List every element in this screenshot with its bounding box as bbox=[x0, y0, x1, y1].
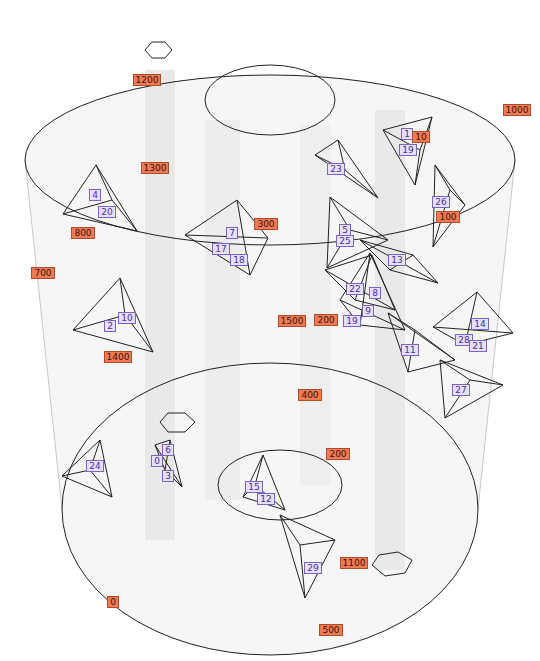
element-number: 20 bbox=[98, 206, 115, 218]
element-number: 27 bbox=[452, 384, 469, 396]
tetra-edge bbox=[370, 253, 405, 330]
tetra-edge bbox=[388, 313, 408, 372]
tetra-edge bbox=[388, 313, 415, 330]
element-number: 4 bbox=[89, 189, 101, 201]
tetra-edge bbox=[325, 255, 372, 270]
element-number: 9 bbox=[362, 305, 374, 317]
element-number: 0 bbox=[151, 455, 163, 467]
region-number: 200 bbox=[326, 448, 349, 460]
region-number: 1500 bbox=[278, 315, 307, 327]
tetra-edge bbox=[440, 360, 503, 385]
tetra-edge bbox=[340, 253, 370, 300]
tetra-edge bbox=[388, 313, 455, 360]
region-number: 1100 bbox=[340, 557, 369, 569]
element-number: 17 bbox=[212, 243, 229, 255]
region-number: 800 bbox=[71, 227, 94, 239]
tetra-edge bbox=[62, 476, 112, 497]
tetra-edge bbox=[390, 270, 438, 283]
tetra-edge bbox=[73, 330, 153, 352]
tetra-edge bbox=[360, 325, 405, 330]
element-number: 26 bbox=[432, 196, 449, 208]
element-number: 11 bbox=[401, 344, 418, 356]
tetra-edge bbox=[96, 165, 137, 231]
tetra-edge bbox=[315, 140, 338, 155]
element-number: 14 bbox=[471, 318, 488, 330]
region-number: 300 bbox=[254, 218, 277, 230]
tetra-edge bbox=[470, 380, 503, 385]
region-number: 1300 bbox=[141, 162, 170, 174]
region-number: 400 bbox=[298, 389, 321, 401]
tetra-edge bbox=[435, 165, 450, 190]
tetra-edge bbox=[280, 515, 305, 598]
element-number: 24 bbox=[86, 460, 103, 472]
tetra-edge bbox=[413, 255, 438, 283]
tetra-edge bbox=[440, 360, 445, 418]
tetra-edge bbox=[360, 240, 438, 283]
region-number: 500 bbox=[319, 624, 342, 636]
element-number: 29 bbox=[304, 562, 321, 574]
tetra-edge bbox=[327, 197, 330, 268]
region-number: 0 bbox=[107, 596, 119, 608]
tetra-edge bbox=[112, 200, 137, 231]
tetra-edge bbox=[90, 470, 112, 497]
tetra-edge bbox=[330, 197, 388, 240]
region-number: 200 bbox=[314, 314, 337, 326]
tetra-edge bbox=[408, 360, 455, 372]
tetra-edge bbox=[345, 170, 378, 198]
tetra-edge bbox=[440, 360, 470, 380]
element-number: 6 bbox=[162, 444, 174, 456]
element-number: 13 bbox=[388, 254, 405, 266]
tetra-edge bbox=[280, 515, 300, 545]
element-number: 12 bbox=[257, 493, 274, 505]
tetra-edge bbox=[73, 315, 125, 330]
tetra-edge bbox=[350, 230, 388, 240]
element-number: 18 bbox=[230, 254, 247, 266]
tetra-edge bbox=[243, 455, 263, 497]
element-number: 3 bbox=[162, 470, 174, 482]
tetra-edge bbox=[305, 540, 335, 598]
element-number: 10 bbox=[118, 312, 135, 324]
tetra-edge bbox=[433, 205, 465, 247]
element-number: 7 bbox=[226, 227, 238, 239]
tetra-edge bbox=[355, 300, 395, 310]
region-number: 1200 bbox=[133, 74, 162, 86]
region-number: 10 bbox=[412, 131, 429, 143]
tetra-edge bbox=[450, 190, 465, 205]
tetra-edge bbox=[445, 380, 470, 418]
element-number: 19 bbox=[399, 144, 416, 156]
element-number: 2 bbox=[104, 320, 116, 332]
tetra-edge bbox=[415, 117, 432, 185]
tetra-edge bbox=[360, 240, 390, 270]
element-number: 8 bbox=[369, 287, 381, 299]
element-number: 23 bbox=[327, 163, 344, 175]
tetra-edge bbox=[120, 278, 125, 315]
tetra-edge bbox=[315, 155, 378, 198]
element-number: 1 bbox=[401, 128, 413, 140]
tetra-edge bbox=[415, 330, 455, 360]
tetra-edge bbox=[250, 238, 268, 275]
region-number: 700 bbox=[31, 267, 54, 279]
tetra-edge bbox=[445, 385, 503, 418]
element-number: 19 bbox=[343, 315, 360, 327]
element-number: 25 bbox=[336, 235, 353, 247]
tetra-edge bbox=[340, 300, 405, 330]
element-number: 15 bbox=[245, 481, 262, 493]
element-number: 22 bbox=[346, 283, 363, 295]
region-number: 100 bbox=[436, 211, 459, 223]
tetra-edge bbox=[185, 235, 250, 275]
region-number: 1000 bbox=[503, 104, 532, 116]
region-number: 1400 bbox=[104, 351, 133, 363]
tetra-edge bbox=[300, 540, 335, 545]
element-number: 21 bbox=[469, 340, 486, 352]
tetra-edge bbox=[325, 270, 395, 310]
